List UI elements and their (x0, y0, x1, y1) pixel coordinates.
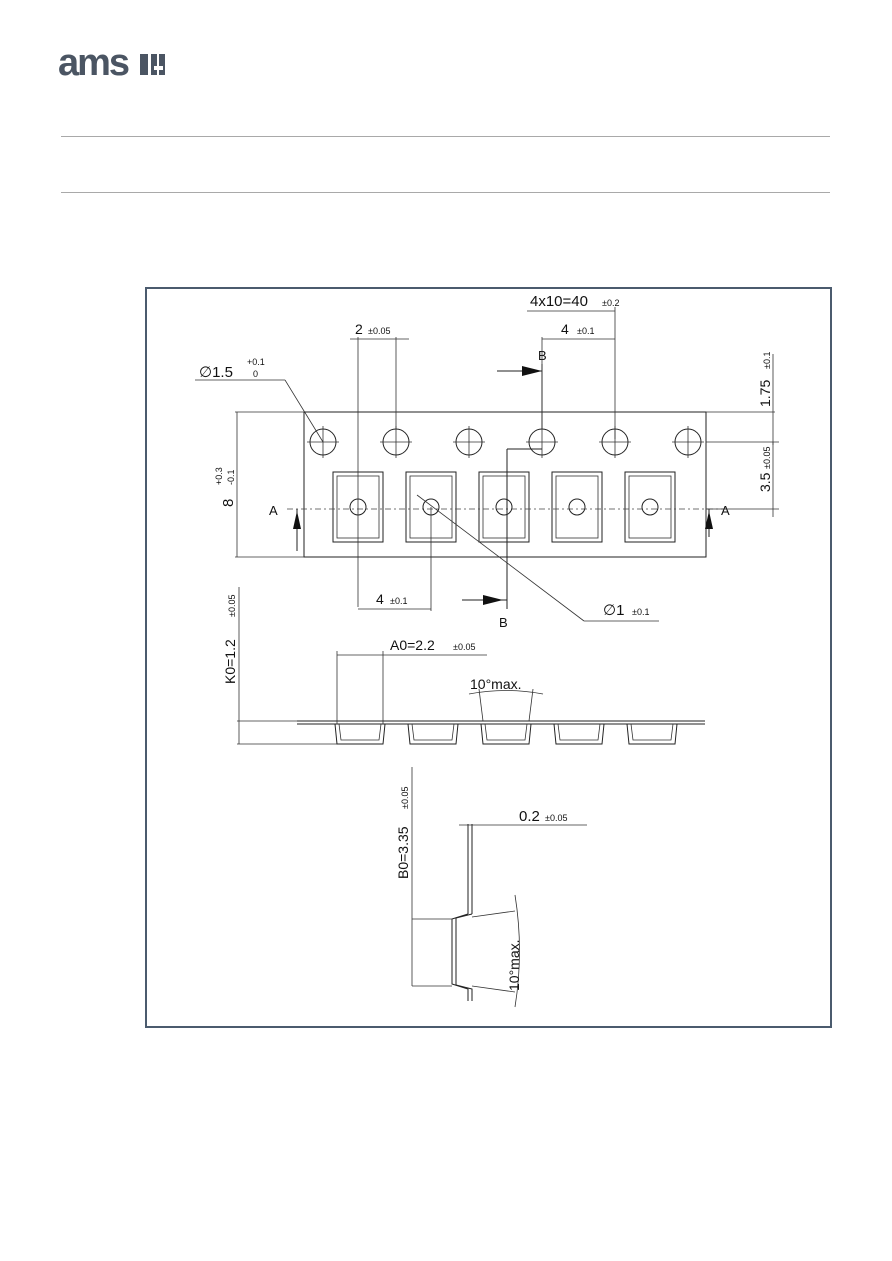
section-b-bottom: B (462, 448, 542, 630)
svg-text:±0.05: ±0.05 (762, 447, 772, 469)
svg-text:10°max.: 10°max. (470, 676, 522, 692)
dim-b0: B0=3.35 ±0.05 (395, 767, 413, 986)
sprocket-hole (672, 426, 704, 458)
svg-text:1.75: 1.75 (757, 380, 773, 407)
dim-hole-diameter: ∅1.5 +0.1 0 (195, 357, 324, 443)
svg-text:±0.05: ±0.05 (368, 326, 390, 336)
svg-text:4: 4 (376, 591, 384, 607)
svg-text:∅1.5: ∅1.5 (199, 364, 233, 381)
svg-text:±0.05: ±0.05 (545, 813, 567, 823)
svg-text:A: A (721, 503, 730, 518)
svg-text:+0.3: +0.3 (214, 467, 224, 485)
svg-text:10°max.: 10°max. (506, 939, 522, 991)
dim-hole-to-center: 3.5 ±0.05 (706, 442, 779, 517)
pocket (551, 471, 603, 543)
svg-text:±0.05: ±0.05 (400, 787, 410, 809)
sprocket-hole (380, 426, 412, 458)
dim-draft-angle-section: 10°max. (506, 894, 522, 1008)
header-rule-top (61, 136, 830, 137)
dim-hole-pitch: 4 ±0.1 (541, 321, 615, 429)
svg-text:±0.1: ±0.1 (632, 607, 649, 617)
svg-text:±0.2: ±0.2 (602, 298, 619, 308)
header-rule-bottom (61, 192, 830, 193)
logo-text: ams (58, 44, 129, 80)
svg-text:±0.1: ±0.1 (390, 596, 407, 606)
logo-mark (140, 54, 165, 75)
dim-a0: A0=2.2 ±0.05 (336, 637, 487, 724)
pocket (478, 471, 530, 543)
tape-top-view (235, 411, 775, 558)
tape-section-b (412, 824, 516, 1001)
side-pocket (480, 723, 532, 745)
sprocket-hole (453, 426, 485, 458)
svg-text:2: 2 (355, 321, 363, 337)
tape-side-view (237, 720, 705, 745)
section-b-top: B (497, 348, 547, 429)
svg-text:A: A (269, 503, 278, 518)
dim-thickness: 0.2 ±0.05 (459, 808, 587, 826)
svg-text:+0.1: +0.1 (247, 357, 265, 367)
sprocket-holes (307, 426, 704, 458)
svg-text:4: 4 (561, 321, 569, 337)
side-pocket (553, 723, 605, 745)
dim-pocket-hole-diameter: ∅1 ±0.1 (416, 494, 659, 622)
svg-text:-0.1: -0.1 (226, 469, 236, 485)
dim-draft-angle-side: 10°max. (468, 676, 544, 722)
svg-text:±0.05: ±0.05 (227, 595, 237, 617)
svg-text:0: 0 (253, 369, 258, 379)
dim-pocket-pitch: 4 ±0.1 (358, 507, 432, 611)
svg-text:0.2: 0.2 (519, 808, 540, 825)
ams-logo: ams (58, 44, 165, 80)
dim-k0: K0=1.2 ±0.05 (222, 587, 240, 744)
pocket (624, 471, 676, 543)
section-a-right: A (705, 503, 730, 537)
dim-pitch-total: 4x10=40 ±0.2 (527, 293, 619, 439)
svg-text:4x10=40: 4x10=40 (530, 293, 588, 310)
tape-drawing-frame: A A B B 4x10=40 ±0.2 4 ±0.1 2 ±0.0 (145, 287, 832, 1028)
svg-text:±0.1: ±0.1 (762, 352, 772, 369)
side-pocket (407, 723, 459, 745)
svg-text:K0=1.2: K0=1.2 (222, 639, 238, 684)
dim-tape-width: 8 +0.3 -0.1 (214, 412, 238, 557)
svg-text:B0=3.35: B0=3.35 (395, 826, 411, 879)
svg-text:8: 8 (220, 499, 237, 507)
svg-text:A0=2.2: A0=2.2 (390, 637, 435, 653)
sprocket-hole (526, 426, 558, 458)
svg-text:±0.05: ±0.05 (453, 642, 475, 652)
svg-text:∅1: ∅1 (603, 602, 624, 619)
side-pocket (626, 723, 678, 745)
svg-text:B: B (499, 615, 508, 630)
side-pocket (334, 723, 386, 745)
svg-text:3.5: 3.5 (757, 472, 773, 492)
carrier-tape-drawing: A A B B 4x10=40 ±0.2 4 ±0.1 2 ±0.0 (195, 293, 779, 1008)
svg-text:±0.1: ±0.1 (577, 326, 594, 336)
pockets (332, 471, 676, 543)
dim-hole-to-pocket: 2 ±0.05 (350, 321, 409, 607)
dim-edge-to-hole: 1.75 ±0.1 (706, 352, 779, 445)
section-a-left: A (269, 503, 301, 551)
